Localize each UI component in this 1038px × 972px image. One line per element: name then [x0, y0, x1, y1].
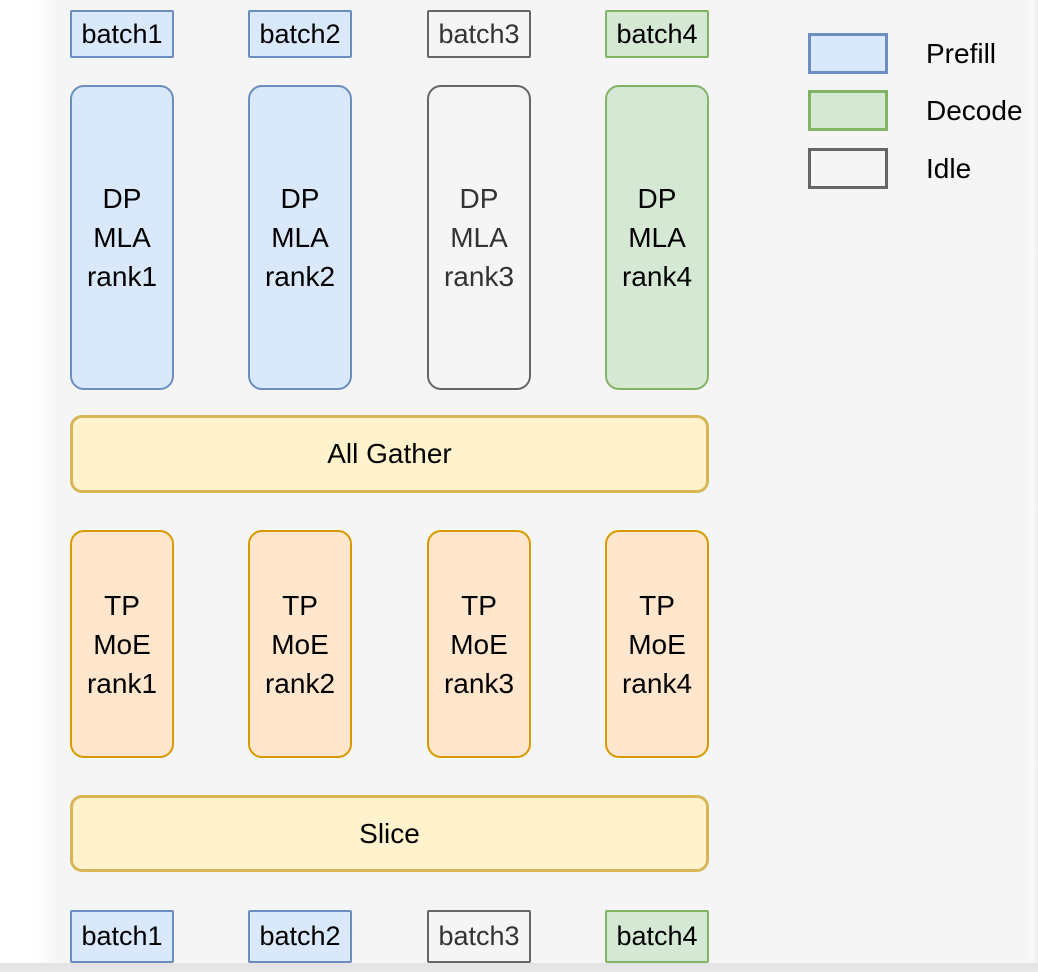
bottom-batch4-box: batch4 — [605, 910, 709, 963]
tp-rank2-line2: MoE — [271, 628, 329, 660]
bottom-batch3-box: batch3 — [427, 910, 531, 963]
top-batch2-box: batch2 — [248, 10, 352, 58]
bottom-batch3-label: batch3 — [438, 921, 520, 951]
page-right-margin — [1026, 0, 1038, 963]
bottom-batch2-box: batch2 — [248, 910, 352, 963]
legend-swatch-idle — [808, 148, 888, 189]
all-gather-label: All Gather — [327, 438, 452, 469]
tp-moe-rank1-block: TP MoE rank1 — [70, 530, 174, 758]
dp-rank3-line2: MLA — [450, 222, 508, 253]
bottom-batch2-label: batch2 — [259, 921, 341, 951]
tp-moe-rank2-block: TP MoE rank2 — [248, 530, 352, 758]
top-batch4-label: batch4 — [616, 18, 698, 49]
dp-rank3-line1: DP — [459, 183, 499, 214]
tp-rank4-line3: rank4 — [621, 667, 693, 699]
tp-rank3-line2: MoE — [450, 628, 508, 660]
page-left-margin — [0, 0, 58, 963]
top-batch1-box: batch1 — [70, 10, 174, 58]
legend-item-decode: Decode — [808, 90, 1023, 131]
legend-label-idle: Idle — [926, 152, 972, 184]
dp-rank2-line2: MLA — [271, 222, 329, 253]
tp-rank4-line2: MoE — [628, 628, 686, 660]
legend-label-decode: Decode — [926, 94, 1023, 126]
dp-mla-rank3-block: DP MLA rank3 — [427, 85, 531, 390]
tp-rank2-line1: TP — [282, 589, 318, 621]
tp-rank2-line3: rank2 — [264, 667, 336, 699]
legend-swatch-prefill — [808, 33, 888, 74]
dp-rank2-line3: rank2 — [264, 261, 336, 292]
bottom-batch4-label: batch4 — [616, 921, 698, 951]
top-batch3-label: batch3 — [438, 18, 520, 49]
tp-rank1-line1: TP — [104, 589, 140, 621]
tp-rank4-line1: TP — [639, 589, 675, 621]
dp-rank2-line1: DP — [280, 183, 320, 214]
dp-rank1-line2: MLA — [93, 222, 151, 253]
dp-rank3-line3: rank3 — [443, 261, 515, 292]
top-batch1-label: batch1 — [81, 18, 163, 49]
window-bottom-edge — [0, 963, 1038, 972]
top-batch2-label: batch2 — [259, 18, 341, 49]
tp-rank1-line2: MoE — [93, 628, 151, 660]
slice-bar: Slice — [70, 795, 709, 872]
legend-item-prefill: Prefill — [808, 33, 996, 74]
tp-moe-rank3-block: TP MoE rank3 — [427, 530, 531, 758]
dp-mla-rank1-block: DP MLA rank1 — [70, 85, 174, 390]
top-batch3-box: batch3 — [427, 10, 531, 58]
slice-label: Slice — [359, 817, 420, 849]
tp-rank3-line3: rank3 — [443, 667, 515, 699]
dp-rank4-line1: DP — [637, 183, 677, 214]
tp-rank3-line1: TP — [461, 589, 497, 621]
dp-mla-rank4-block: DP MLA rank4 — [605, 85, 709, 390]
dp-rank4-line2: MLA — [628, 222, 686, 253]
top-batch4-box: batch4 — [605, 10, 709, 58]
dp-rank1-line1: DP — [102, 183, 142, 214]
bottom-batch1-label: batch1 — [81, 921, 163, 951]
tp-moe-rank4-block: TP MoE rank4 — [605, 530, 709, 758]
legend-item-idle: Idle — [808, 148, 971, 189]
tp-rank1-line3: rank1 — [86, 667, 158, 699]
all-gather-bar: All Gather — [70, 415, 709, 493]
legend-label-prefill: Prefill — [926, 37, 997, 69]
legend-swatch-decode — [808, 90, 888, 131]
bottom-batch1-box: batch1 — [70, 910, 174, 963]
dp-rank1-line3: rank1 — [86, 261, 158, 292]
dp-rank4-line3: rank4 — [621, 261, 693, 292]
dp-mla-rank2-block: DP MLA rank2 — [248, 85, 352, 390]
